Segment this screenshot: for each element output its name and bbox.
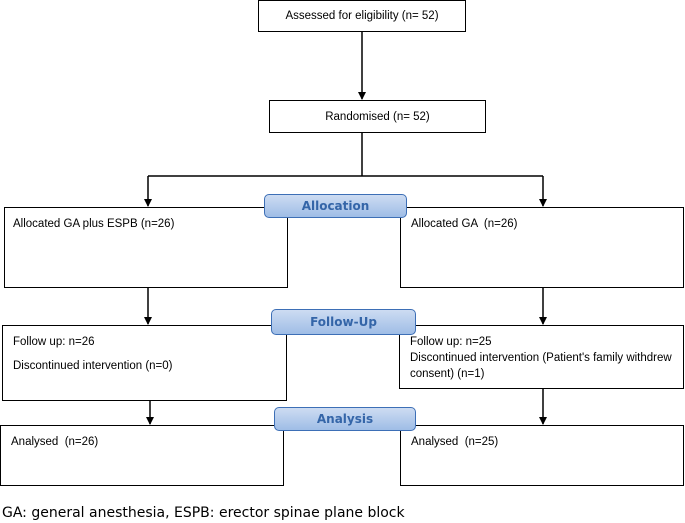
- right-analysis-text: Analysed (n=25): [411, 436, 499, 448]
- left-followup-line1: Follow up: n=26: [13, 336, 95, 348]
- stage-label-analysis: Analysis: [274, 407, 416, 431]
- right-analysis-box: Analysed (n=25): [400, 425, 684, 486]
- footnote: GA: general anesthesia, ESPB: erector sp…: [2, 505, 405, 521]
- eligibility-text: Assessed for eligibility (n= 52): [285, 10, 439, 22]
- stage-label-followup: Follow-Up: [271, 309, 416, 335]
- stage-label-analysis-text: Analysis: [316, 412, 374, 426]
- left-analysis-text: Analysed (n=26): [11, 436, 99, 448]
- right-allocation-text: Allocated GA (n=26): [411, 218, 518, 230]
- randomised-text: Randomised (n= 52): [325, 110, 430, 123]
- stage-label-followup-text: Follow-Up: [310, 315, 377, 329]
- stage-label-allocation: Allocation: [264, 194, 407, 218]
- right-allocation-box: Allocated GA (n=26): [400, 207, 684, 288]
- eligibility-box: Assessed for eligibility (n= 52): [258, 0, 466, 32]
- left-analysis-box: Analysed (n=26): [0, 425, 284, 486]
- right-followup-line1: Follow up: n=25: [410, 336, 492, 348]
- right-followup-line2: Discontinued intervention (Patient's fam…: [410, 352, 675, 380]
- left-followup-line2: Discontinued intervention (n=0): [13, 360, 173, 372]
- left-allocation-text: Allocated GA plus ESPB (n=26): [13, 218, 175, 230]
- left-allocation-box: Allocated GA plus ESPB (n=26): [4, 207, 288, 288]
- left-followup-box: Follow up: n=26 Discontinued interventio…: [2, 325, 287, 401]
- stage-label-allocation-text: Allocation: [301, 199, 370, 213]
- randomised-box: Randomised (n= 52): [269, 100, 486, 133]
- right-followup-box: Follow up: n=25 Discontinued interventio…: [399, 325, 684, 389]
